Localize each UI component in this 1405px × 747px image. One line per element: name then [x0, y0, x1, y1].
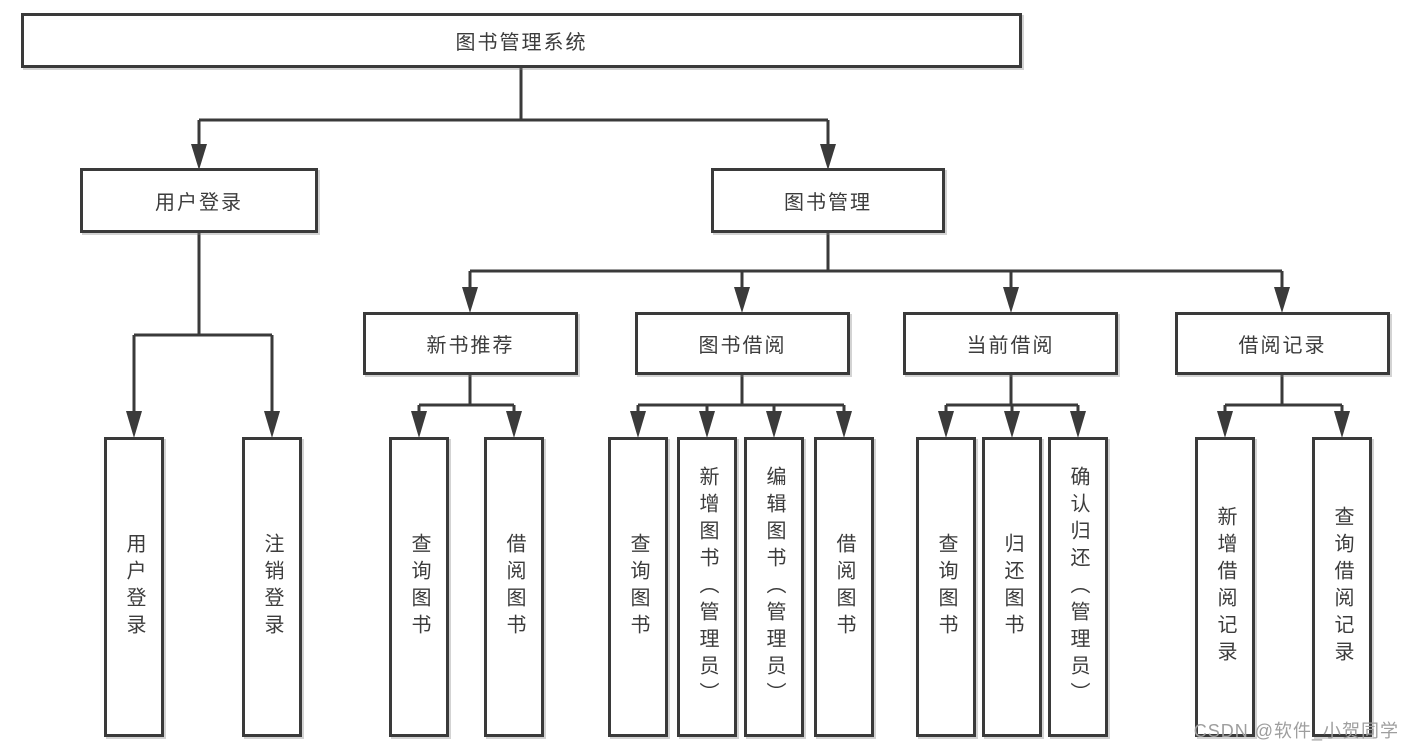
node-current-borrow-label: 当前借阅 [966, 335, 1055, 357]
node-borrow-records: 借阅记录 [1175, 312, 1390, 375]
leaf-add-books-admin: 新增图书（管理员） [677, 437, 737, 737]
node-user-login-label: 用户登录 [155, 192, 243, 214]
leaf-borrow-books: 借阅图书 [814, 437, 874, 737]
leaf-user-login-label: 用户登录 [123, 533, 145, 641]
leaf-add-books-admin-label: 新增图书（管理员） [696, 465, 718, 709]
node-book-management: 图书管理 [711, 168, 945, 233]
node-book-borrow: 图书借阅 [635, 312, 850, 375]
leaf-query-borrow-record: 查询借阅记录 [1312, 437, 1372, 737]
leaf-logout-label: 注销登录 [261, 533, 283, 641]
leaf-query-books-borrow: 查询图书 [608, 437, 668, 737]
leaf-query-books-recommend-label: 查询图书 [408, 533, 430, 641]
node-book-management-label: 图书管理 [784, 192, 872, 214]
leaf-edit-books-admin-label: 编辑图书（管理员） [763, 465, 785, 709]
leaf-borrow-books-recommend-label: 借阅图书 [503, 533, 525, 641]
leaf-logout: 注销登录 [242, 437, 302, 737]
leaf-borrow-books-recommend: 借阅图书 [484, 437, 544, 737]
leaf-query-borrow-record-label: 查询借阅记录 [1331, 506, 1353, 668]
leaf-query-books-current-label: 查询图书 [935, 533, 957, 641]
leaf-return-books-label: 归还图书 [1001, 533, 1023, 641]
node-library-system-label: 图书管理系统 [455, 32, 588, 54]
node-user-login: 用户登录 [80, 168, 318, 233]
leaf-edit-books-admin: 编辑图书（管理员） [744, 437, 804, 737]
leaf-query-books-borrow-label: 查询图书 [627, 533, 649, 641]
leaf-return-books: 归还图书 [982, 437, 1042, 737]
node-book-borrow-label: 图书借阅 [698, 335, 787, 357]
leaf-query-books-recommend: 查询图书 [389, 437, 449, 737]
leaf-confirm-return-admin: 确认归还（管理员） [1048, 437, 1108, 737]
node-borrow-records-label: 借阅记录 [1238, 335, 1327, 357]
leaf-borrow-books-label: 借阅图书 [833, 533, 855, 641]
node-current-borrow: 当前借阅 [903, 312, 1118, 375]
leaf-user-login: 用户登录 [104, 437, 164, 737]
node-new-book-recommend-label: 新书推荐 [426, 335, 515, 357]
node-new-book-recommend: 新书推荐 [363, 312, 578, 375]
node-library-system: 图书管理系统 [21, 13, 1022, 68]
leaf-add-borrow-record-label: 新增借阅记录 [1214, 506, 1236, 668]
csdn-watermark: CSDN @软件_小贺同学 [1193, 721, 1399, 741]
leaf-query-books-current: 查询图书 [916, 437, 976, 737]
leaf-confirm-return-admin-label: 确认归还（管理员） [1067, 465, 1089, 709]
leaf-add-borrow-record: 新增借阅记录 [1195, 437, 1255, 737]
